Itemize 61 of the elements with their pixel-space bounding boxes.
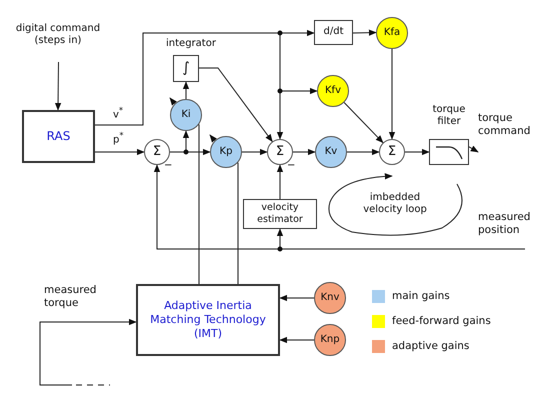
summing-junction [379,139,405,165]
legend-label: main gains [392,290,450,303]
gain-label: Ki [181,108,191,122]
node-label: velocity estimator [256,202,304,226]
gain-circle [376,17,408,49]
node-label: d/dt [324,26,344,39]
process-box [243,199,317,229]
process-box [173,55,199,82]
input-label: digital command (steps in) [14,8,102,62]
gain-label: Knp [320,334,340,346]
sigma-symbol: Σ [152,144,162,160]
connector-arrow [468,146,479,152]
edge-label: v$^{*}$ [112,106,124,120]
gain-circle [315,136,347,168]
process-box [314,20,353,45]
connector-arrow [292,148,316,156]
node-label: Adaptive Inertia Matching Technology (IMT) [149,299,267,341]
connector-arrow [40,318,137,386]
gain-label: Kfa [384,26,400,40]
gain-circle [210,136,242,168]
connector-arrow [182,81,190,100]
connector-arrow [242,148,268,156]
node-label: imbedded velocity loop [362,192,428,216]
connector-arrow [279,336,314,344]
gain-label: Kp [220,146,232,158]
signal-label: measured position [478,211,532,236]
summing-junction [144,139,170,165]
gain-label: Kv [324,146,338,158]
sigma-symbol: Σ [276,144,284,160]
process-box [136,284,280,356]
block-caption: integrator [166,38,216,50]
node-label: ∫ [182,60,190,78]
summing-junction [267,139,293,165]
legend-label: feed-forward gains [392,315,491,328]
block-caption: torque filter [432,104,466,128]
gain-label: Knv [320,292,340,304]
connector-arrow [352,29,377,36]
signal-label: measured torque [44,284,98,310]
connector-arrow [54,62,62,111]
sigma-symbol: Σ [388,144,396,160]
process-box [22,110,95,163]
output-label: torque command [478,112,550,158]
gain-circle [314,324,346,356]
connector-arrow [404,148,430,156]
connector-arrow [388,48,396,140]
connector-arrow [346,148,380,156]
connector-arrow [279,294,314,302]
connector-arrow [94,148,145,156]
node-label: RAS [46,129,70,144]
connector-arrow [344,102,384,144]
gain-circle [170,99,202,131]
gain-circle [314,282,346,314]
gain-circle [317,75,349,107]
edge-label: p$^{*}$ [112,131,125,146]
gain-label: Kfv [325,84,341,98]
connector-arrow [198,68,273,142]
minus-sign: − [287,160,296,172]
filter-box [429,139,469,165]
legend-label: adaptive gains [392,340,470,353]
connector-arrow [276,164,284,200]
minus-sign: − [164,160,172,172]
